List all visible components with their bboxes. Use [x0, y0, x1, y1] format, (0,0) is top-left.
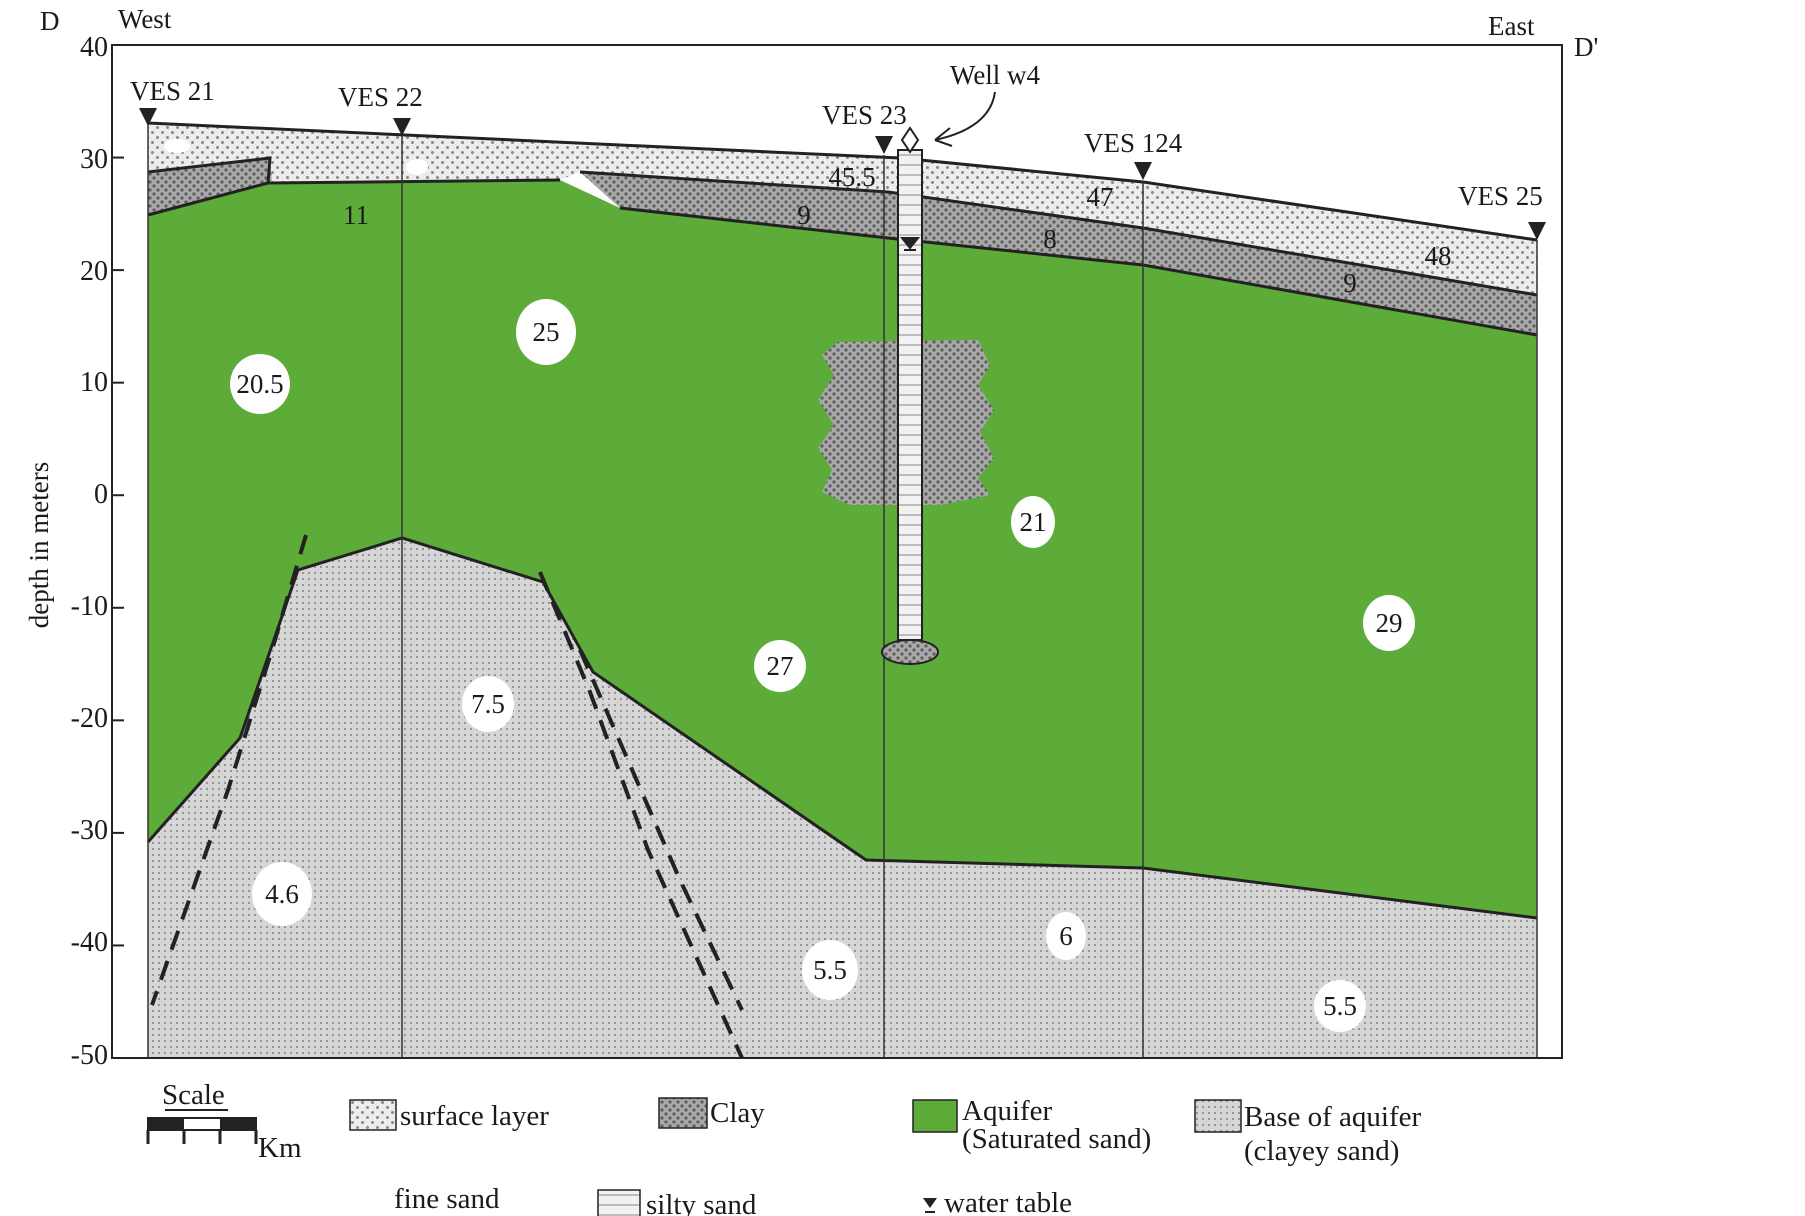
resistivity-value: 27 — [767, 651, 794, 681]
well-w4-borehole — [881, 126, 939, 665]
surface-layer — [148, 123, 1537, 295]
legend: Scale Km surface layer Clay Aquifer (Sat… — [146, 1079, 1421, 1216]
legend-silty-sand: silty sand — [646, 1189, 757, 1216]
well-label: Well w4 — [950, 60, 1041, 90]
y-tick-label: -30 — [71, 815, 108, 846]
section-frame — [111, 44, 1563, 1059]
resistivity-value: 5.5 — [813, 955, 847, 985]
base-value-bubbles — [252, 676, 1366, 1032]
water-table-icon — [923, 1198, 937, 1213]
east-label: East — [1488, 11, 1535, 41]
ves-25-label: VES 25 — [1458, 181, 1543, 211]
y-tick-label: 0 — [94, 479, 108, 510]
resistivity-value: 20.5 — [236, 369, 283, 399]
legend-surface-layer: surface layer — [400, 1100, 549, 1132]
well-water-table-icon — [899, 237, 921, 251]
y-tick-label: 40 — [80, 32, 108, 63]
water-table-markers — [139, 108, 1546, 240]
resistivity-value: 5.5 — [1323, 991, 1357, 1021]
y-tick-label: -50 — [71, 1040, 108, 1071]
resistivity-value: 7.5 — [471, 689, 505, 719]
legend-base-sub: (clayey sand) — [1244, 1135, 1399, 1167]
fault-lines — [150, 534, 744, 1059]
resistivity-value: 47 — [1087, 182, 1114, 212]
well-pointer-arrowhead — [934, 127, 953, 147]
fine-sand-lens — [164, 139, 190, 153]
legend-aquifer-sub: (Saturated sand) — [962, 1123, 1151, 1155]
profile-start-label: D — [40, 6, 60, 36]
aquifer-value-bubbles — [230, 299, 1415, 692]
silty-sand-swatch — [597, 1189, 641, 1216]
y-axis-ticks — [112, 44, 124, 1059]
resistivity-value: 29 — [1376, 608, 1403, 638]
resistivity-value: 25 — [533, 317, 560, 347]
resistivity-value: 48 — [1425, 241, 1452, 271]
legend-base: Base of aquifer — [1244, 1101, 1421, 1133]
legend-fine-sand: fine sand — [394, 1183, 500, 1215]
clay-layer — [148, 158, 1537, 335]
surface-layer-swatch — [349, 1099, 397, 1131]
base-of-aquifer-layer — [148, 538, 1537, 1058]
legend-water-table: water table — [944, 1187, 1072, 1216]
ves-124-label: VES 124 — [1084, 128, 1183, 158]
y-tick-label: -40 — [71, 927, 108, 958]
scale-unit: Km — [258, 1132, 302, 1164]
scale-title: Scale — [162, 1079, 225, 1111]
y-tick-label: -10 — [71, 591, 108, 622]
ves-23-label: VES 23 — [822, 100, 907, 130]
y-tick-label: 20 — [80, 256, 108, 287]
ves-sounding-lines — [147, 123, 1538, 1058]
fine-sand-lens — [406, 159, 428, 175]
y-tick-label: 10 — [80, 367, 108, 398]
resistivity-value: 45.5 — [828, 162, 875, 192]
profile-end-label: D' — [1574, 32, 1598, 62]
clay-swatch — [658, 1097, 708, 1129]
resistivity-value: 11 — [343, 200, 369, 230]
legend-aquifer: Aquifer — [962, 1095, 1053, 1127]
y-axis-title: depth in meters — [24, 462, 54, 628]
base-swatch — [1194, 1099, 1242, 1133]
resistivity-value: 9 — [797, 200, 811, 230]
resistivity-value: 21 — [1020, 507, 1047, 537]
aquifer-layer — [148, 180, 1537, 918]
y-tick-label: 30 — [80, 144, 108, 175]
resistivity-value: 6 — [1059, 921, 1073, 951]
legend-clay: Clay — [710, 1097, 765, 1129]
ves-22-label: VES 22 — [338, 82, 423, 112]
resistivity-value: 4.6 — [265, 879, 299, 909]
scale-bar — [146, 1117, 258, 1144]
resistivity-value: 9 — [1343, 268, 1357, 298]
resistivity-value: 8 — [1043, 224, 1057, 254]
well-pointer-arrow — [934, 91, 996, 141]
y-tick-label: -20 — [71, 703, 108, 734]
west-label: West — [118, 4, 172, 34]
ves-21-label: VES 21 — [130, 76, 215, 106]
aquifer-swatch — [912, 1099, 958, 1133]
